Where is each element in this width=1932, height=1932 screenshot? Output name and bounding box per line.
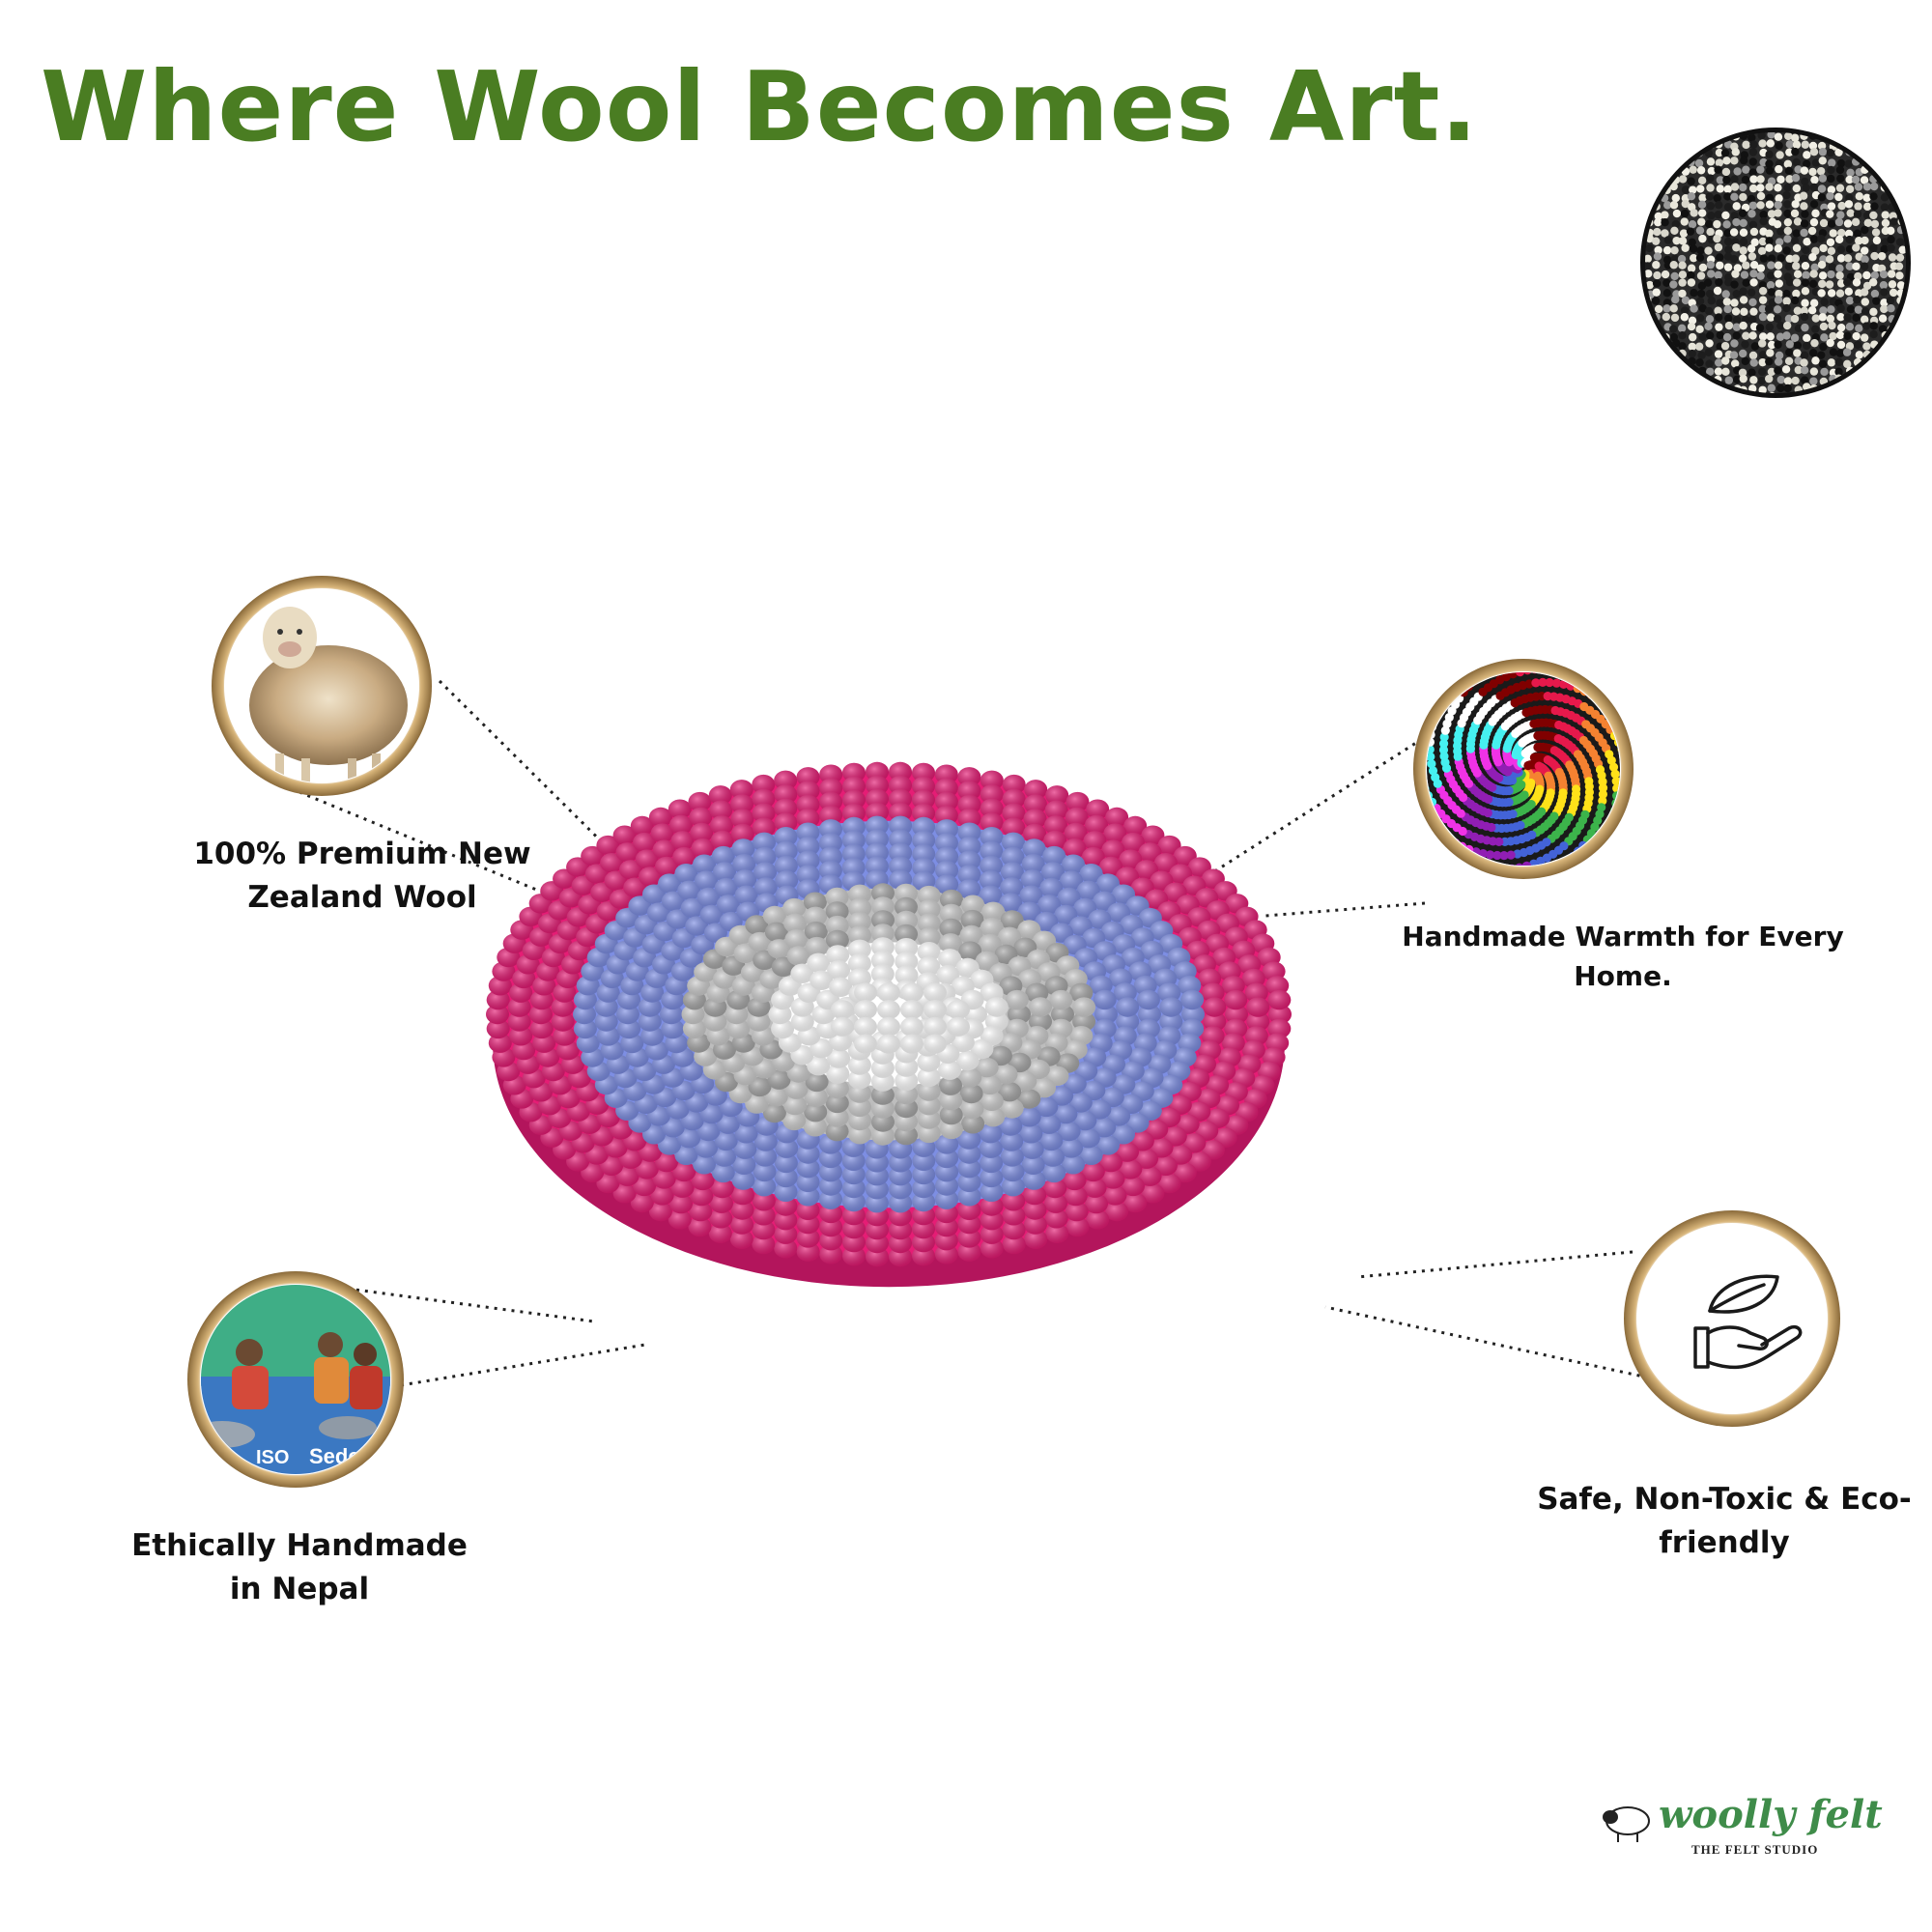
feature-label-nepal: Ethically Handmade in Nepal [131, 1528, 468, 1606]
felt-ball-rug [486, 761, 1292, 1288]
feature-circle-warmth [1413, 659, 1634, 879]
connector-safe-1 [1356, 1250, 1634, 1279]
feature-circle-wool [212, 576, 432, 796]
feature-circle-safe [1624, 1210, 1840, 1427]
hand-leaf-icon [1693, 1274, 1803, 1370]
connector-nepal-2 [400, 1343, 646, 1387]
connector-warm-1 [1202, 732, 1431, 881]
artisan-badge-text: ISO [256, 1447, 289, 1468]
feature-label-safe: Safe, Non-Toxic & Eco-friendly [1537, 1482, 1912, 1560]
brand-logo: woolly felt THE FELT STUDIO [1599, 1792, 1883, 1869]
grey-dot-rug-thumbnail [1640, 128, 1911, 398]
feature-label-wool: 100% Premium New Zealand Wool [193, 837, 531, 915]
feature-label-warmth: Handmade Warmth for Every Home. [1402, 921, 1844, 992]
feature-circle-nepal: ISO Sede [187, 1271, 404, 1488]
logo-wordmark: woolly felt [1659, 1792, 1883, 1837]
connector-safe-2 [1324, 1305, 1658, 1381]
connector-nepal-1 [347, 1287, 595, 1323]
page-headline: Where Wool Becomes Art. [41, 50, 1479, 163]
connector-warm-2 [1264, 901, 1426, 918]
connector-wool-1 [438, 679, 668, 908]
logo-tagline: THE FELT STUDIO [1691, 1842, 1819, 1857]
sheep-logo-icon [1603, 1806, 1650, 1842]
